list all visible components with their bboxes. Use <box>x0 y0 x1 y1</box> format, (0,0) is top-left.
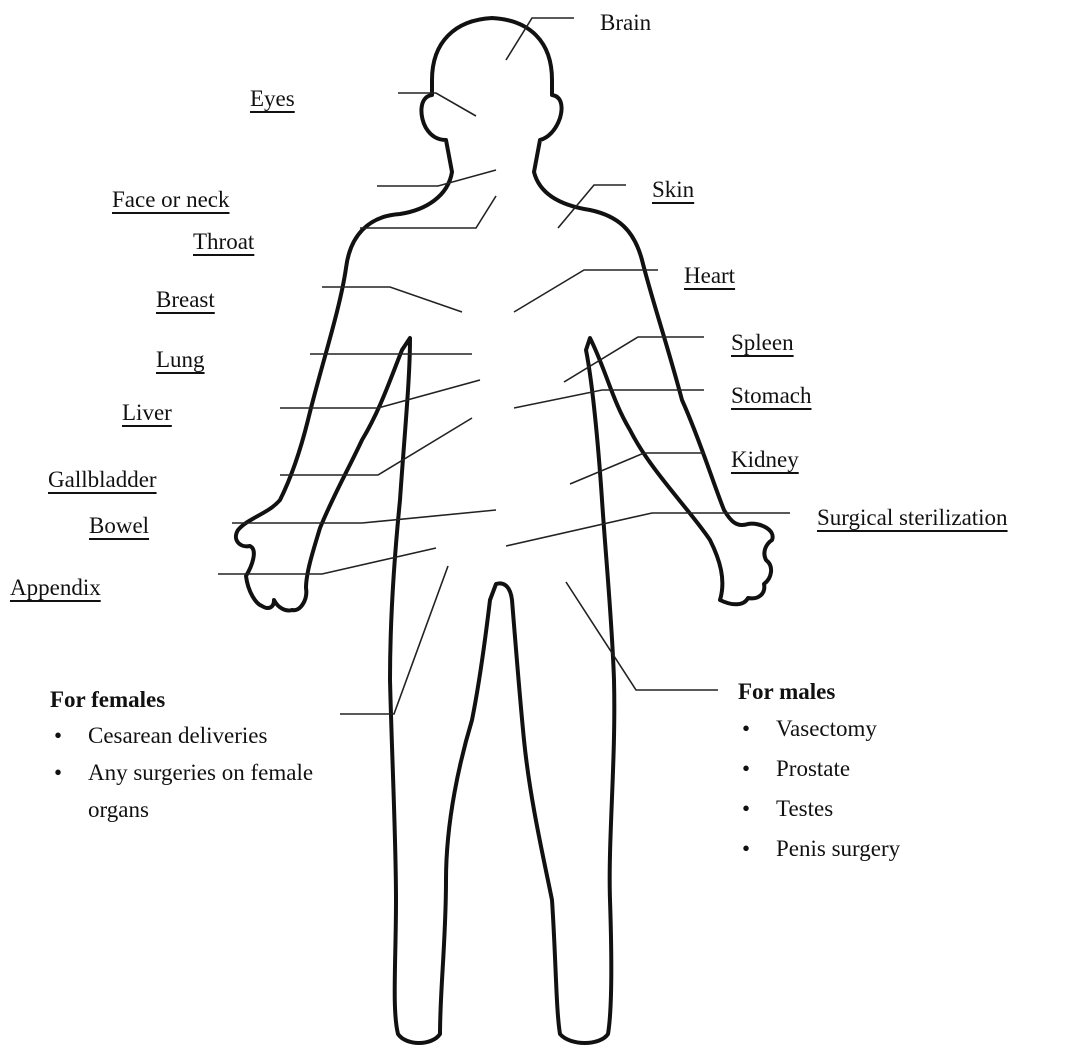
label-appendix: Appendix <box>10 575 101 601</box>
males-heading: For males <box>738 677 998 707</box>
male-item-testes: Testes <box>738 789 998 829</box>
label-brain: Brain <box>600 10 651 36</box>
leader-face-neck <box>377 170 496 186</box>
female-item-cesarean: Cesarean deliveries <box>50 717 330 754</box>
label-breast: Breast <box>156 287 215 313</box>
leader-spleen <box>564 337 704 382</box>
leader-throat <box>360 196 496 228</box>
body-outline <box>236 18 773 1043</box>
leader-bowel <box>232 510 496 523</box>
leader-gallbladder <box>280 418 472 475</box>
males-items: Vasectomy Prostate Testes Penis surgery <box>738 709 998 869</box>
leader-lines <box>218 18 790 714</box>
label-eyes: Eyes <box>250 86 295 112</box>
label-surgical-sterilization: Surgical sterilization <box>817 505 1008 531</box>
label-throat: Throat <box>193 229 254 255</box>
leader-eyes <box>398 93 476 116</box>
label-liver: Liver <box>122 400 172 426</box>
label-gallbladder: Gallbladder <box>48 467 157 493</box>
label-bowel: Bowel <box>89 513 149 539</box>
males-list: For males Vasectomy Prostate Testes Peni… <box>738 677 998 869</box>
leader-males <box>566 582 718 690</box>
label-face-neck: Face or neck <box>112 187 230 213</box>
label-lung: Lung <box>156 347 205 373</box>
label-skin: Skin <box>652 177 694 203</box>
label-kidney: Kidney <box>731 447 799 473</box>
male-item-prostate: Prostate <box>738 749 998 789</box>
leader-heart <box>514 270 658 312</box>
label-spleen: Spleen <box>731 330 794 356</box>
label-stomach: Stomach <box>731 383 812 409</box>
label-heart: Heart <box>684 263 735 289</box>
male-item-vasectomy: Vasectomy <box>738 709 998 749</box>
leader-kidney <box>570 453 704 484</box>
females-list: For females Cesarean deliveries Any surg… <box>50 685 330 828</box>
male-item-penis-surgery: Penis surgery <box>738 829 998 869</box>
females-items: Cesarean deliveries Any surgeries on fem… <box>50 717 330 828</box>
females-heading: For females <box>50 685 330 715</box>
leader-surgical-sterilization <box>506 513 790 546</box>
female-item-surgeries: Any surgeries on female organs <box>50 754 330 828</box>
leader-stomach <box>514 390 704 408</box>
